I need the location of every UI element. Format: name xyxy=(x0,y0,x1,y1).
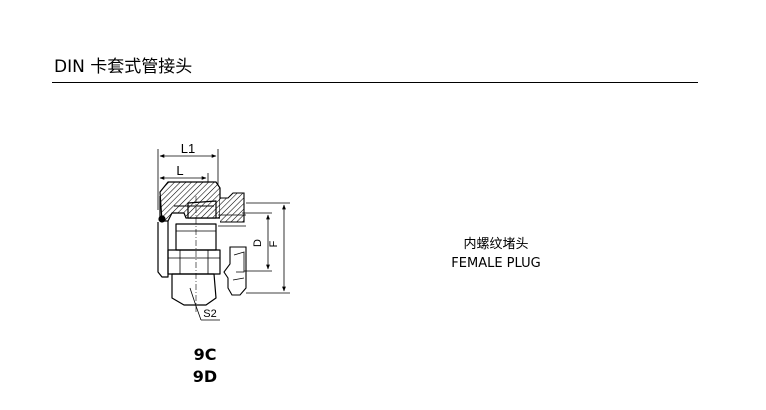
o-ring xyxy=(158,215,166,223)
dimension-f: F xyxy=(246,202,290,294)
upper-section-body xyxy=(159,181,221,222)
product-name-en: FEMALE PLUG xyxy=(451,256,541,271)
page-title: DIN 卡套式管接头 xyxy=(54,57,193,77)
label-s2: S2 xyxy=(203,308,216,320)
label-l: L xyxy=(176,163,183,178)
product-code: 9C xyxy=(193,345,217,364)
dimension-s2: S2 xyxy=(195,305,220,321)
tube-stub-right xyxy=(218,192,247,296)
product-code: 9D xyxy=(192,367,218,386)
label-l1: L1 xyxy=(181,141,195,156)
product-name-cn: 内螺纹堵头 xyxy=(463,237,529,252)
label-d: D xyxy=(252,239,264,247)
label-f: F xyxy=(268,240,280,247)
product-codes: 9C 9D xyxy=(175,344,235,388)
dimension-l1: L1 xyxy=(157,141,219,210)
dimension-d: D xyxy=(242,212,272,272)
title-underline xyxy=(52,82,698,83)
lower-body-outline xyxy=(157,221,221,307)
product-description: 内螺纹堵头 FEMALE PLUG xyxy=(426,235,566,273)
